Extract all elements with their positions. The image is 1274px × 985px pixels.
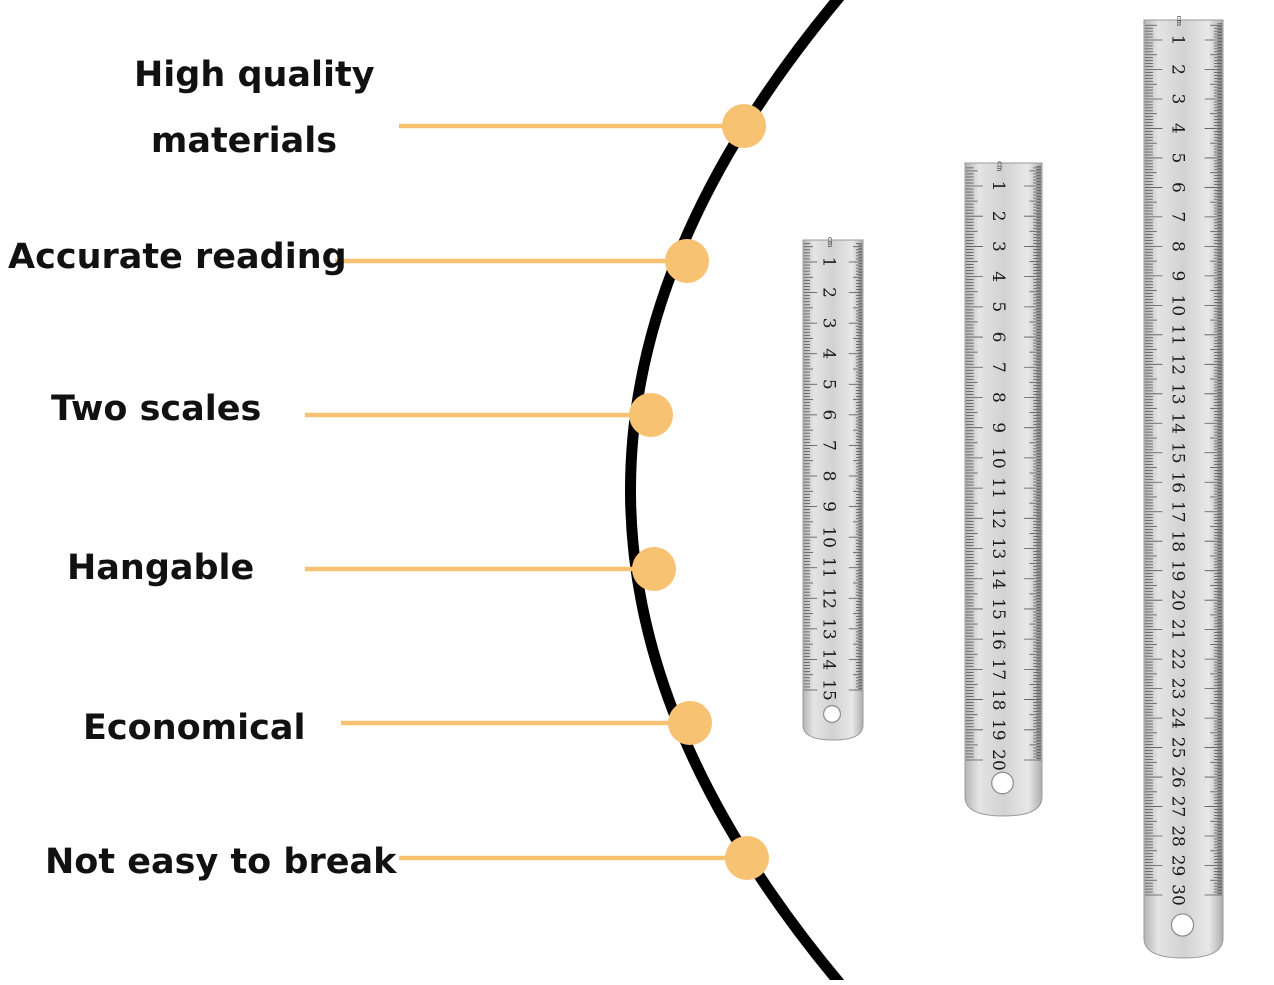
ruler-body [1143, 19, 1224, 959]
ruler-group: cm123456789101112131415cm123456789101112… [802, 16, 1224, 959]
ruler-number: 15 [1168, 442, 1188, 464]
feature-label-two-scales: Two scales [51, 389, 262, 429]
ruler-hang-hole [991, 771, 1014, 795]
ruler-number: 4 [988, 271, 1008, 282]
ruler-number: 13 [819, 618, 839, 640]
ruler-number: 16 [1168, 471, 1188, 493]
ruler-number: 8 [1168, 241, 1188, 252]
ruler-number: 12 [988, 507, 1008, 529]
feature-label-line-1: High quality [134, 55, 375, 95]
ruler-number: 14 [1168, 412, 1188, 434]
ruler-hang-hole [1170, 913, 1195, 937]
ruler-number: 9 [819, 501, 839, 512]
ruler-number: 9 [1168, 270, 1188, 281]
ruler-number: 7 [988, 362, 1008, 373]
ruler-number: 19 [988, 719, 1008, 741]
ruler-number: 6 [988, 332, 1008, 343]
ruler-number: 5 [819, 379, 839, 390]
ruler-number: 6 [819, 409, 839, 420]
feature-label-economical: Economical [83, 708, 306, 748]
connector-group [305, 104, 769, 880]
ruler-number: 7 [819, 440, 839, 451]
ruler-number: 9 [988, 422, 1008, 433]
ruler-number: 5 [1168, 153, 1188, 164]
ruler-number: 12 [819, 587, 839, 609]
feature-label-hangable: Hangable [67, 548, 255, 588]
ruler-number: 10 [1168, 295, 1188, 317]
ruler-number: 25 [1168, 737, 1188, 759]
connector-dot [632, 547, 676, 591]
ruler-number: 2 [1168, 64, 1188, 75]
ruler-unit-label: cm [995, 161, 1003, 172]
ruler-number: 30 [1168, 884, 1188, 906]
ruler-number: 10 [988, 447, 1008, 469]
feature-label-accurate-reading: Accurate reading [8, 237, 347, 277]
ruler-number: 19 [1168, 560, 1188, 582]
ruler-number: 15 [819, 679, 839, 701]
feature-label-high-quality-materials: High quality materials [134, 42, 375, 174]
ruler-number: 12 [1168, 353, 1188, 375]
ruler-number: 8 [988, 392, 1008, 403]
ruler-number: 28 [1168, 825, 1188, 847]
ruler-number: 20 [1168, 589, 1188, 611]
ruler-number: 13 [1168, 383, 1188, 405]
ruler-ticks [804, 243, 862, 691]
connector-dot [665, 239, 709, 283]
ruler-number: 11 [1168, 324, 1188, 346]
ruler-number: 3 [819, 318, 839, 329]
ruler-number: 13 [988, 538, 1008, 560]
connector-dot [629, 393, 673, 437]
ruler-number: 11 [988, 477, 1008, 499]
connector-dot [725, 836, 769, 880]
ruler-number: 15 [988, 598, 1008, 620]
connector-dot [668, 701, 712, 745]
ruler-number: 26 [1168, 766, 1188, 788]
connector-dot [722, 104, 766, 148]
ruler-number: 6 [1168, 182, 1188, 193]
ruler-number: 14 [819, 649, 839, 671]
ruler-ticks [1145, 23, 1222, 896]
ruler-number: 4 [819, 348, 839, 359]
ruler-number: 27 [1168, 796, 1188, 818]
ruler-unit-label: cm [826, 237, 834, 248]
ruler-number: 20 [988, 749, 1008, 771]
ruler-hang-hole [822, 704, 841, 723]
ruler-number: 4 [1168, 123, 1188, 134]
feature-label-line-2: materials [150, 121, 338, 161]
ruler-number: 3 [988, 241, 1008, 252]
ruler-number: 11 [819, 557, 839, 579]
feature-label-not-easy-to-break: Not easy to break [45, 842, 397, 882]
ruler-number: 23 [1168, 678, 1188, 700]
ruler-number: 18 [988, 689, 1008, 711]
ruler-number: 18 [1168, 530, 1188, 552]
ruler-number: 3 [1168, 94, 1188, 105]
ruler-ticks [966, 165, 1041, 761]
ruler-number: 7 [1168, 211, 1188, 222]
ruler-number: 22 [1168, 648, 1188, 670]
ruler-number: 10 [819, 526, 839, 548]
ruler-number: 1 [988, 181, 1008, 192]
ruler-number: 17 [988, 659, 1008, 681]
ruler-number: 16 [988, 628, 1008, 650]
ruler-number: 17 [1168, 501, 1188, 523]
ruler-unit-label: cm [1175, 16, 1183, 27]
ruler-number: 1 [1168, 35, 1188, 46]
ruler-number: 8 [819, 471, 839, 482]
ruler-30cm: cm12345678910111213141516171819202122232… [1143, 16, 1224, 959]
ruler-number: 29 [1168, 855, 1188, 877]
ruler-number: 2 [988, 211, 1008, 222]
ruler-body [964, 162, 1043, 817]
ruler-number: 2 [819, 287, 839, 298]
ruler-number: 5 [988, 301, 1008, 312]
ruler-number: 1 [819, 257, 839, 268]
ruler-number: 24 [1168, 707, 1188, 729]
ruler-number: 14 [988, 568, 1008, 590]
ruler-body [802, 239, 864, 741]
ruler-number: 21 [1168, 619, 1188, 641]
